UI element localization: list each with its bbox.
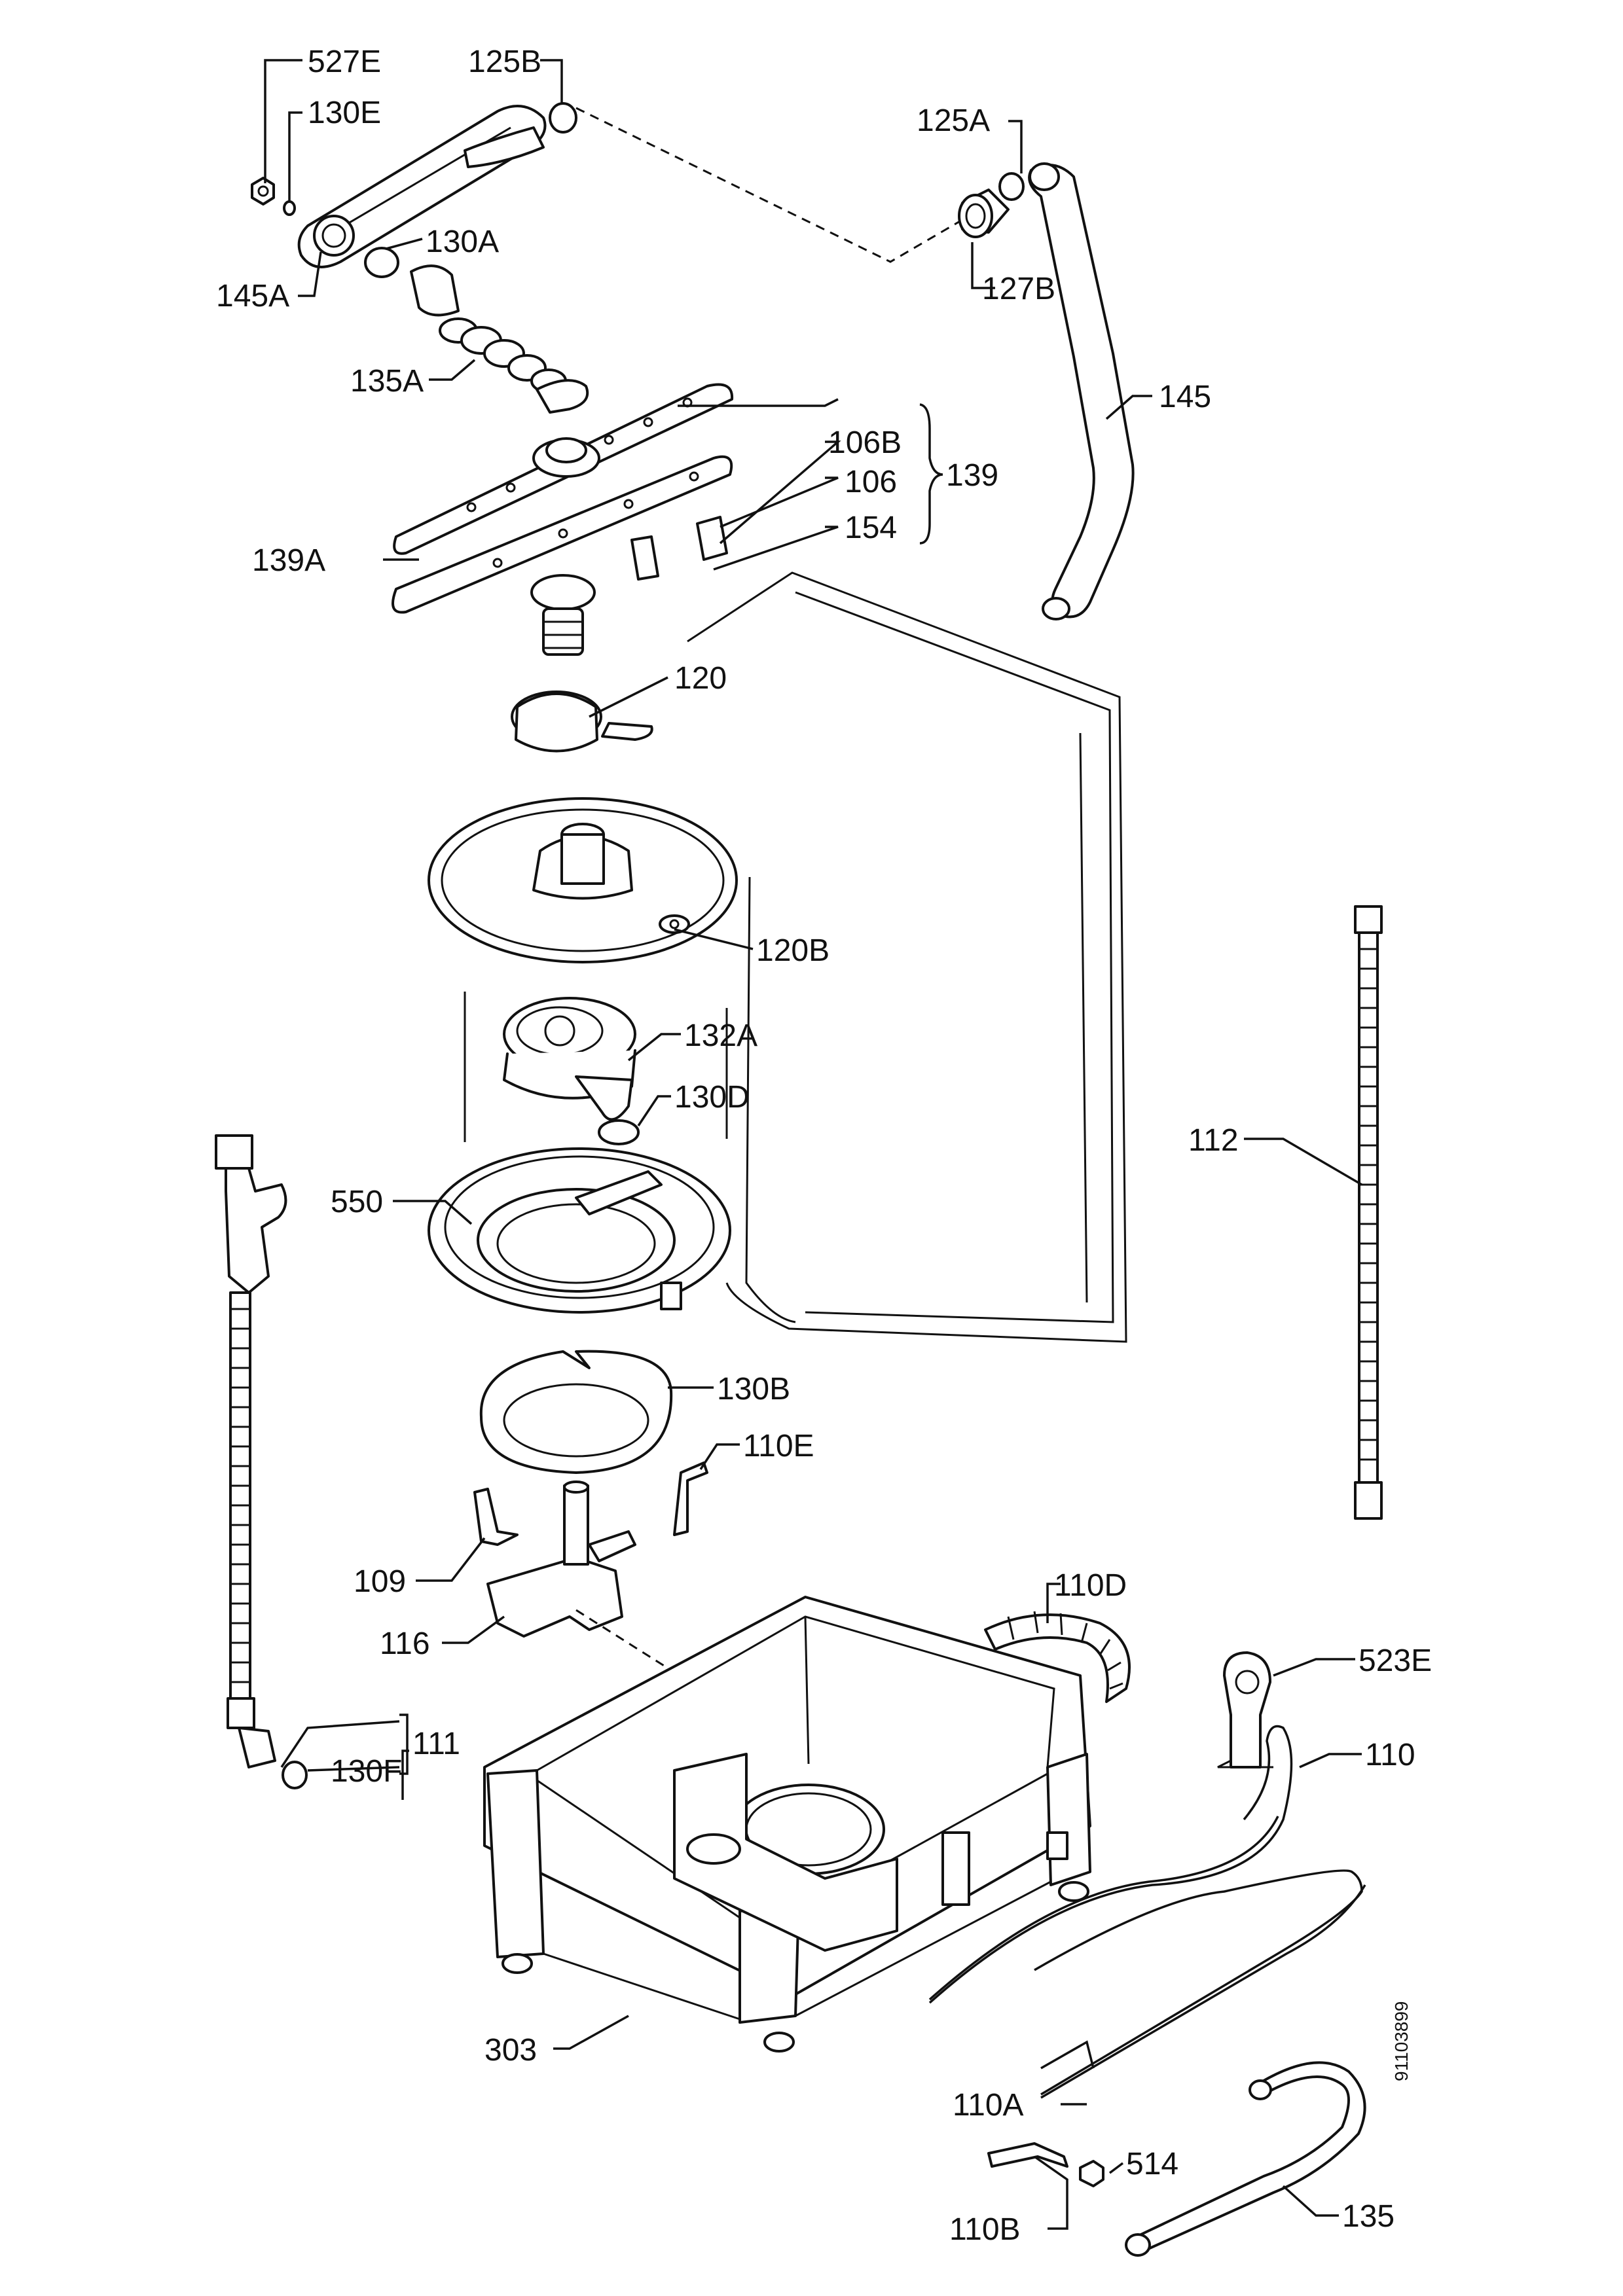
hose-110B <box>987 2142 1068 2168</box>
nut-120 <box>511 691 653 753</box>
clip-109 <box>473 1488 519 1546</box>
spray-arm-hub <box>532 437 600 478</box>
callout-154: 154 <box>845 511 897 545</box>
spray-arm-139A <box>392 383 734 614</box>
connector-127B <box>958 188 1010 238</box>
nut-527E <box>251 177 275 206</box>
o-ring-130A <box>364 247 399 278</box>
callout-130B: 130B <box>717 1372 790 1407</box>
document-number: 91103899 <box>1391 2001 1412 2082</box>
dashed-assembly-line-upper <box>575 107 970 263</box>
callout-135A: 135A <box>350 364 424 399</box>
callout-135: 135 <box>1342 2199 1395 2234</box>
callout-139: 139 <box>946 458 998 493</box>
callout-110D: 110D <box>1054 1568 1127 1603</box>
callout-116: 116 <box>380 1626 430 1661</box>
bushing-106 <box>696 516 728 561</box>
callout-125A: 125A <box>917 103 990 138</box>
hub-nut-120 <box>530 574 596 656</box>
callout-110: 110 <box>1365 1738 1415 1772</box>
callout-550: 550 <box>331 1185 383 1219</box>
callout-127B: 127B <box>982 272 1055 306</box>
callout-106: 106 <box>845 465 897 499</box>
bracket-110E <box>673 1462 708 1536</box>
supply-pipe-145 <box>1028 164 1135 619</box>
callout-120: 120 <box>674 661 727 696</box>
nut-514 <box>1079 2160 1104 2187</box>
callout-130D: 130D <box>674 1080 750 1115</box>
o-ring-130E <box>283 200 296 216</box>
leader-lines <box>264 59 1362 2230</box>
callout-111: 111 <box>412 1727 460 1761</box>
callout-145A: 145A <box>216 279 289 314</box>
upper-spray-arm-145A <box>297 105 547 268</box>
callout-139A: 139A <box>252 543 325 578</box>
o-ring-125A <box>998 172 1025 201</box>
hose-112 <box>1354 905 1383 1520</box>
callout-109: 109 <box>354 1564 406 1599</box>
bracket-523E <box>1217 1651 1273 1768</box>
sump-550 <box>428 1147 731 1314</box>
valve-116 <box>486 1480 636 1638</box>
callout-120B: 120B <box>756 933 830 968</box>
pipe-145-end-top <box>1029 162 1060 191</box>
callout-527E: 527E <box>308 45 381 79</box>
callout-145: 145 <box>1159 380 1211 414</box>
pipe-145-end-bottom <box>1042 597 1070 620</box>
callout-130F: 130F <box>331 1754 402 1789</box>
gasket-130B <box>479 1350 673 1474</box>
callout-132A: 132A <box>684 1018 757 1053</box>
drain-hose-110 <box>928 1725 1293 2004</box>
callout-110B: 110B <box>949 2212 1021 2247</box>
callout-130E: 130E <box>308 96 381 130</box>
callout-110E: 110E <box>743 1429 814 1463</box>
seal-125B <box>549 102 577 134</box>
clip-154 <box>630 535 659 581</box>
drain-hose-110-edge <box>928 1816 1279 2001</box>
callout-106B: 106B <box>828 425 902 460</box>
callout-303: 303 <box>484 2033 537 2068</box>
base-frame-303 <box>483 1596 1091 2053</box>
callout-514: 514 <box>1126 2147 1178 2181</box>
callout-110A: 110A <box>953 2088 1024 2123</box>
drain-hose-110A <box>1034 1869 1363 2096</box>
callout-112: 112 <box>1188 1123 1239 1158</box>
callout-125B: 125B <box>468 45 541 79</box>
callout-labels: 527E 130E 125B 125A 130A 145A 127B 135A … <box>216 45 1432 2247</box>
pump-housing-132A <box>503 997 636 1121</box>
callout-130A: 130A <box>426 224 499 259</box>
bellows-135A <box>410 264 589 414</box>
corrugated-hose-110D <box>984 1611 1131 1703</box>
drain-hose-110A-edge <box>1040 1884 1366 2099</box>
washer-130F <box>282 1761 308 1789</box>
inlet-hose-111 <box>215 1134 287 1768</box>
callout-523E: 523E <box>1359 1643 1432 1678</box>
hose-135 <box>1125 2061 1366 2257</box>
filter-plate-120B <box>428 797 738 963</box>
tub-outline <box>464 571 1127 1343</box>
o-ring-130D <box>598 1119 640 1145</box>
